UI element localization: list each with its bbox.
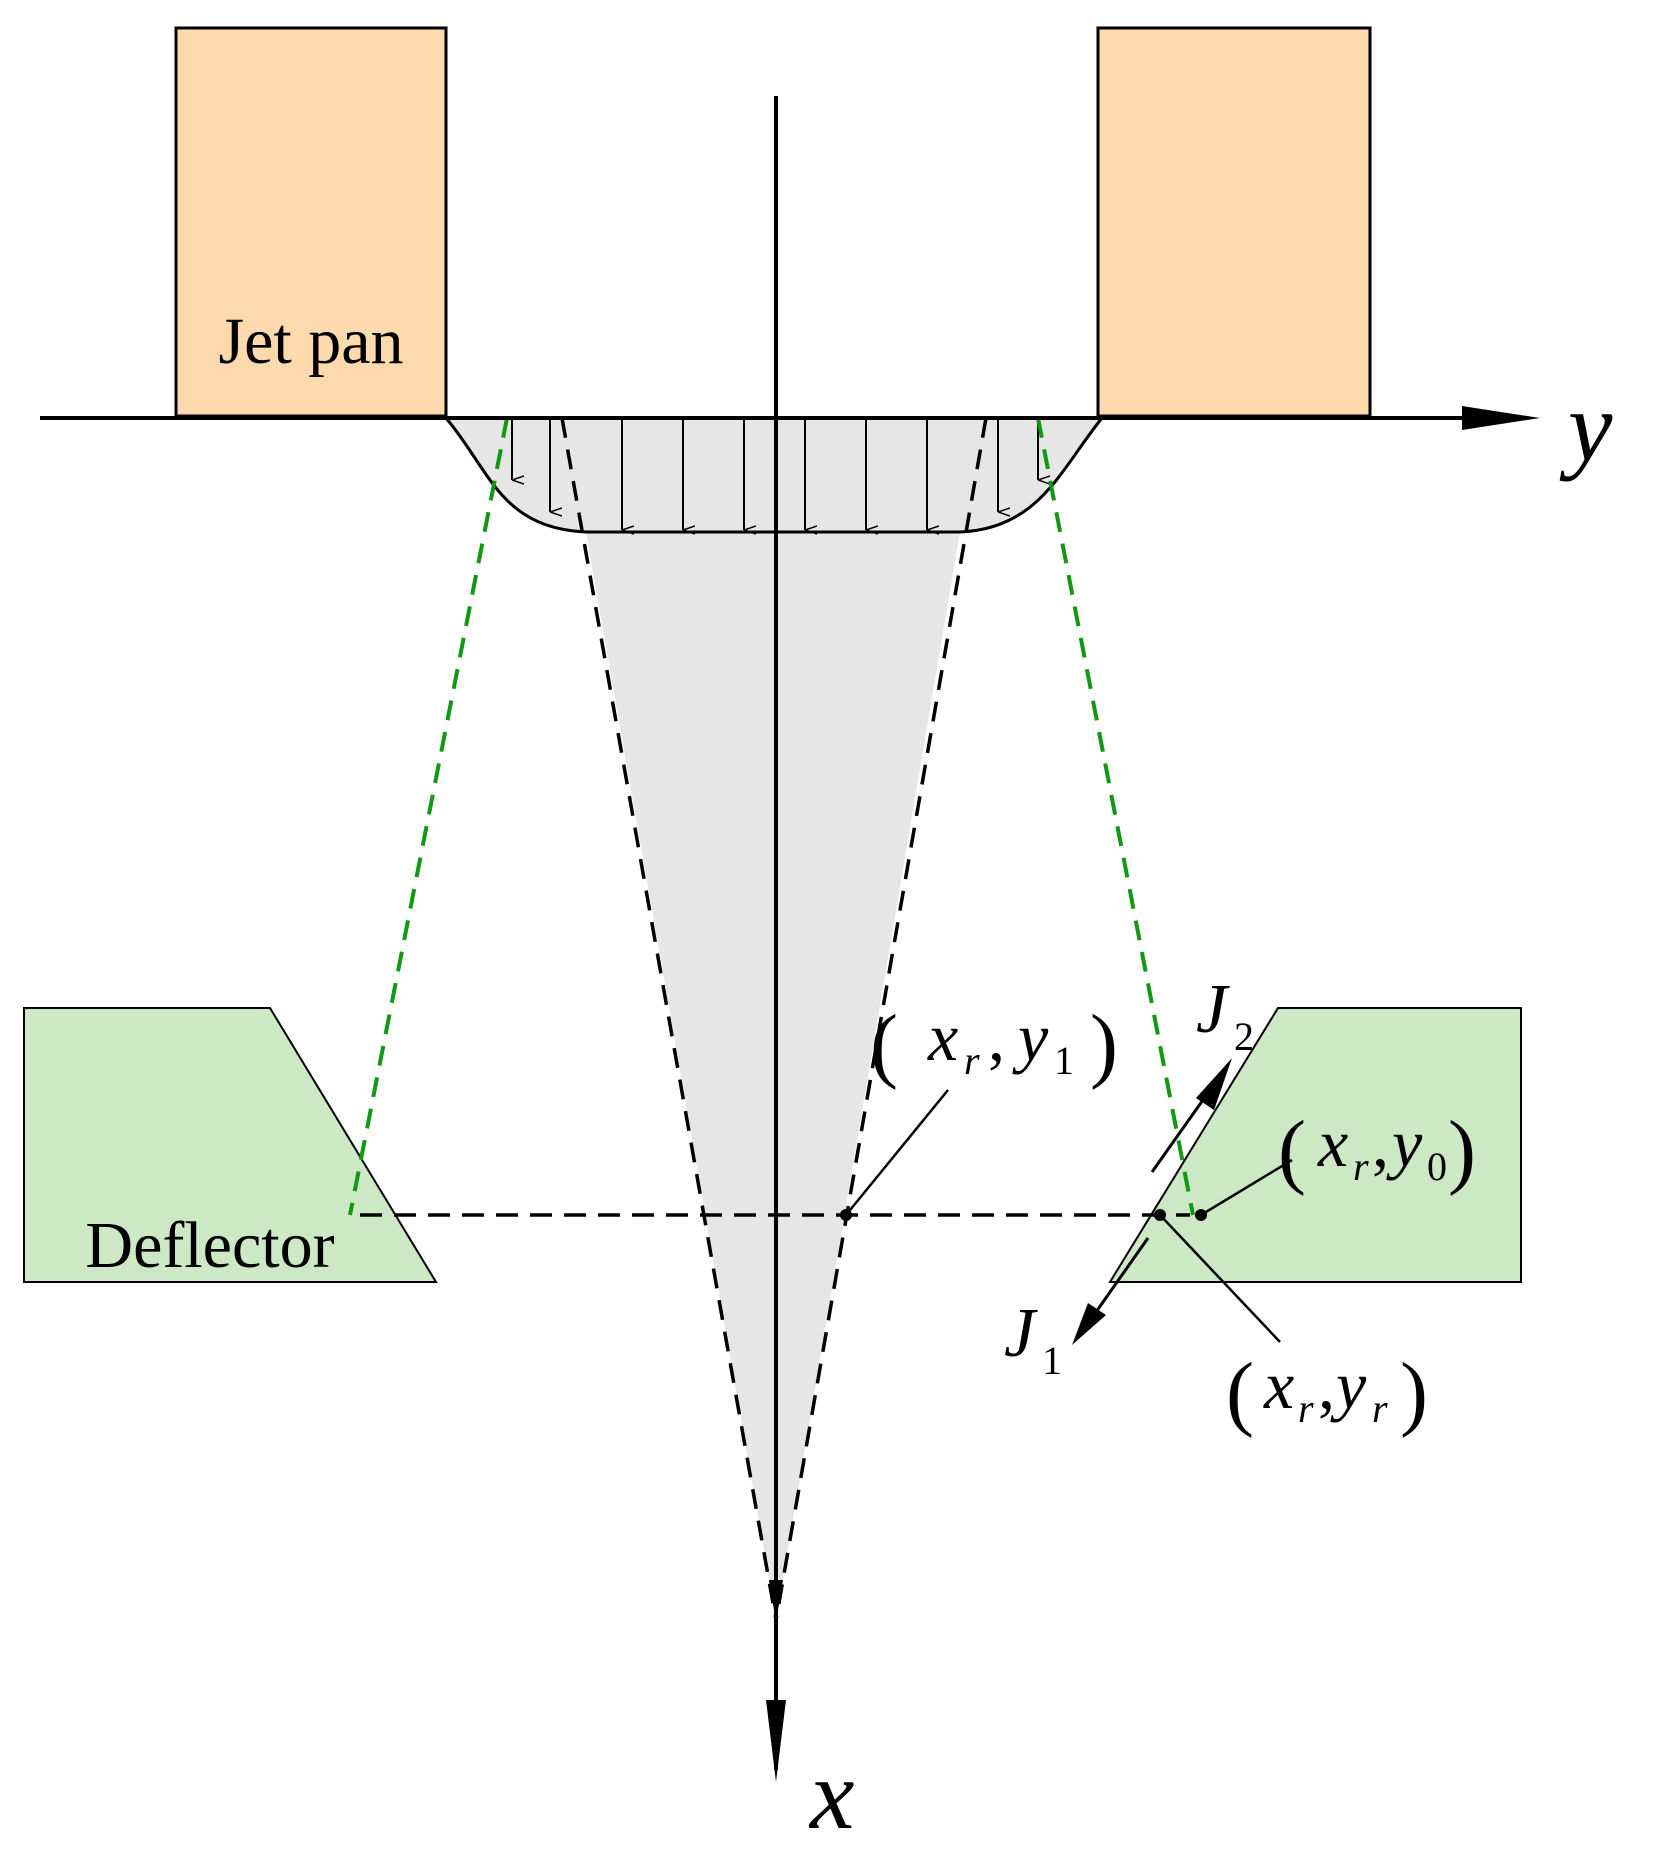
jet-envelope-left xyxy=(348,417,509,1216)
jet-envelope-right xyxy=(1036,417,1195,1216)
deflector-right xyxy=(1108,1007,1522,1283)
x-axis-label: x xyxy=(808,1739,854,1850)
x-axis-arrowhead xyxy=(766,1700,786,1782)
svg-text:r: r xyxy=(1372,1386,1388,1431)
svg-text:r: r xyxy=(1298,1386,1314,1431)
svg-text:J: J xyxy=(1196,971,1230,1048)
deflector-label: Deflector xyxy=(85,1209,334,1282)
svg-text:y: y xyxy=(1330,1347,1367,1423)
leader-xr-y0 xyxy=(1200,1158,1293,1217)
svg-text:): ) xyxy=(1090,998,1118,1091)
svg-text:): ) xyxy=(1448,1104,1476,1197)
svg-text:,: , xyxy=(988,999,1005,1075)
svg-text:,: , xyxy=(1372,1105,1389,1181)
label-xr-y0: ( x r , y 0 ) xyxy=(1278,1104,1476,1197)
svg-text:x: x xyxy=(927,999,958,1075)
velocity-profile-curve xyxy=(444,417,1104,534)
svg-text:1: 1 xyxy=(1054,1038,1074,1083)
label-j1: J 1 xyxy=(1004,1295,1062,1383)
svg-text:J: J xyxy=(1004,1295,1038,1372)
svg-text:(: ( xyxy=(1226,1346,1254,1439)
svg-text:x: x xyxy=(1317,1105,1348,1181)
y-axis-arrowhead xyxy=(1462,406,1540,430)
flux-arrow-j2-shaft xyxy=(1150,1089,1212,1173)
deflector-left xyxy=(23,1007,438,1283)
svg-text:0: 0 xyxy=(1427,1144,1447,1189)
flux-arrow-j1-shaft xyxy=(1094,1237,1150,1313)
svg-text:): ) xyxy=(1400,1346,1428,1439)
svg-text:,: , xyxy=(1318,1347,1335,1423)
leader-xr-yr xyxy=(1159,1214,1281,1343)
jet-pan-label: Jet pan xyxy=(218,305,403,378)
label-xr-y1: ( x r , y 1 ) xyxy=(870,998,1118,1091)
flux-arrow-j1-head xyxy=(1072,1303,1106,1345)
jet-cone-left-edge xyxy=(560,417,778,1621)
cone-apex-arrowhead xyxy=(769,1580,783,1622)
svg-text:(: ( xyxy=(1278,1104,1306,1197)
label-j2: J 2 xyxy=(1196,971,1254,1059)
svg-text:1: 1 xyxy=(1042,1338,1062,1383)
svg-text:x: x xyxy=(1263,1347,1294,1423)
leader-xr-y1 xyxy=(845,1089,949,1216)
flux-arrow-j2-head xyxy=(1196,1058,1232,1110)
svg-text:(: ( xyxy=(870,998,898,1091)
svg-text:y: y xyxy=(1386,1105,1423,1181)
svg-text:y: y xyxy=(1012,999,1049,1075)
y-axis-label: y xyxy=(1559,371,1613,482)
svg-text:r: r xyxy=(964,1038,980,1083)
jet-pan-right xyxy=(1096,26,1372,418)
svg-text:2: 2 xyxy=(1234,1014,1254,1059)
jet-pan-left xyxy=(174,26,448,418)
label-xr-yr: ( x r , y r ) xyxy=(1226,1346,1428,1439)
jet-cone-right-edge xyxy=(774,417,988,1621)
svg-text:r: r xyxy=(1353,1144,1369,1189)
